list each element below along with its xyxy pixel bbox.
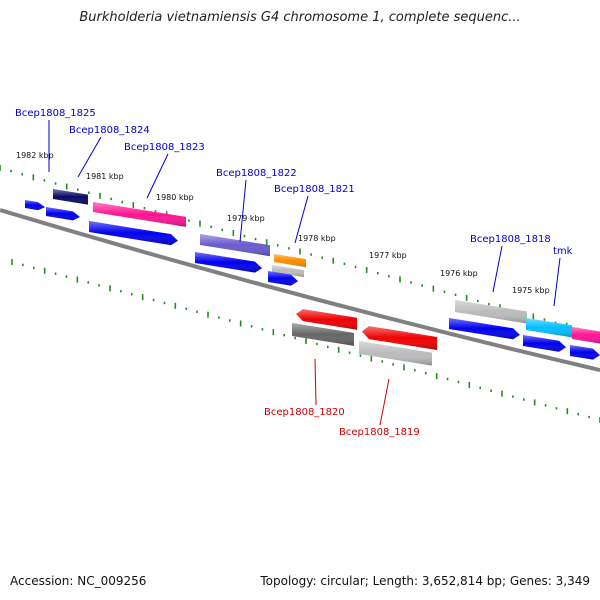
scale-label: 1981 kbp — [86, 172, 124, 181]
gene-label[interactable]: Bcep1808_1825 — [15, 108, 96, 119]
scale-label: 1975 kbp — [512, 286, 550, 295]
gene-feature-shading — [359, 341, 432, 366]
label-leader-line — [239, 179, 247, 243]
label-leader-line — [77, 136, 102, 178]
chromosome-backbone — [0, 208, 600, 372]
gene-label[interactable]: Bcep1808_1818 — [470, 234, 551, 245]
gene-feature-shading — [572, 327, 600, 344]
label-leader-line — [379, 378, 390, 426]
gene-label[interactable]: Bcep1808_1823 — [124, 142, 205, 153]
gene-feature-shading — [526, 318, 572, 338]
map-title: Burkholderia vietnamiensis G4 chromosome… — [79, 10, 521, 25]
label-leader-line — [314, 358, 317, 406]
topology-text: Topology: circular; Length: 3,652,814 bp… — [260, 574, 590, 588]
gene-feature-shading — [449, 318, 520, 340]
gene-feature-shading — [53, 189, 88, 205]
gene-feature-shading — [362, 326, 437, 350]
gene-feature-shading — [455, 300, 527, 324]
label-leader-line — [294, 195, 309, 244]
label-leader-line — [146, 153, 169, 199]
gene-feature-shading — [272, 265, 304, 278]
gene-feature-shading — [195, 252, 262, 273]
gene-label[interactable]: Bcep1808_1822 — [216, 168, 297, 179]
scale-label: 1976 kbp — [440, 269, 478, 278]
gene-feature-shading — [46, 207, 80, 221]
gene-features — [25, 189, 600, 366]
gene-feature-shading — [274, 254, 306, 268]
scale-label: 1982 kbp — [16, 151, 54, 160]
scale-label: 1980 kbp — [156, 193, 194, 202]
gene-feature-shading — [292, 323, 354, 346]
gene-feature-shading — [200, 234, 270, 257]
gene-feature-shading — [25, 200, 45, 211]
gene-label[interactable]: Bcep1808_1824 — [69, 125, 150, 136]
gene-label[interactable]: Bcep1808_1821 — [274, 184, 355, 195]
gene-labels: Bcep1808_1825Bcep1808_1824Bcep1808_1823B… — [15, 108, 573, 438]
gene-label[interactable]: Bcep1808_1820 — [264, 407, 345, 418]
label-leader-line — [553, 257, 561, 307]
scale-labels: 1982 kbp 1981 kbp 1980 kbp 1979 kbp 1978 kbp… — [16, 151, 550, 295]
gene-feature-shading — [268, 271, 298, 286]
gene-feature-shading — [523, 335, 566, 352]
label-leader-line — [492, 245, 503, 293]
scale-label: 1978 kbp — [298, 234, 336, 243]
gene-feature-shading — [89, 221, 178, 246]
gene-feature-shading — [296, 309, 357, 330]
gene-feature-shading — [570, 345, 600, 360]
scale-ticks — [0, 165, 600, 423]
scale-label: 1977 kbp — [369, 251, 407, 260]
label-leader-lines — [48, 120, 561, 426]
gene-label[interactable]: tmk — [553, 246, 573, 257]
gene-feature-shading — [93, 202, 186, 227]
accession-text: Accession: NC_009256 — [10, 574, 147, 588]
scale-label: 1979 kbp — [227, 214, 265, 223]
gene-label[interactable]: Bcep1808_1819 — [339, 427, 420, 438]
